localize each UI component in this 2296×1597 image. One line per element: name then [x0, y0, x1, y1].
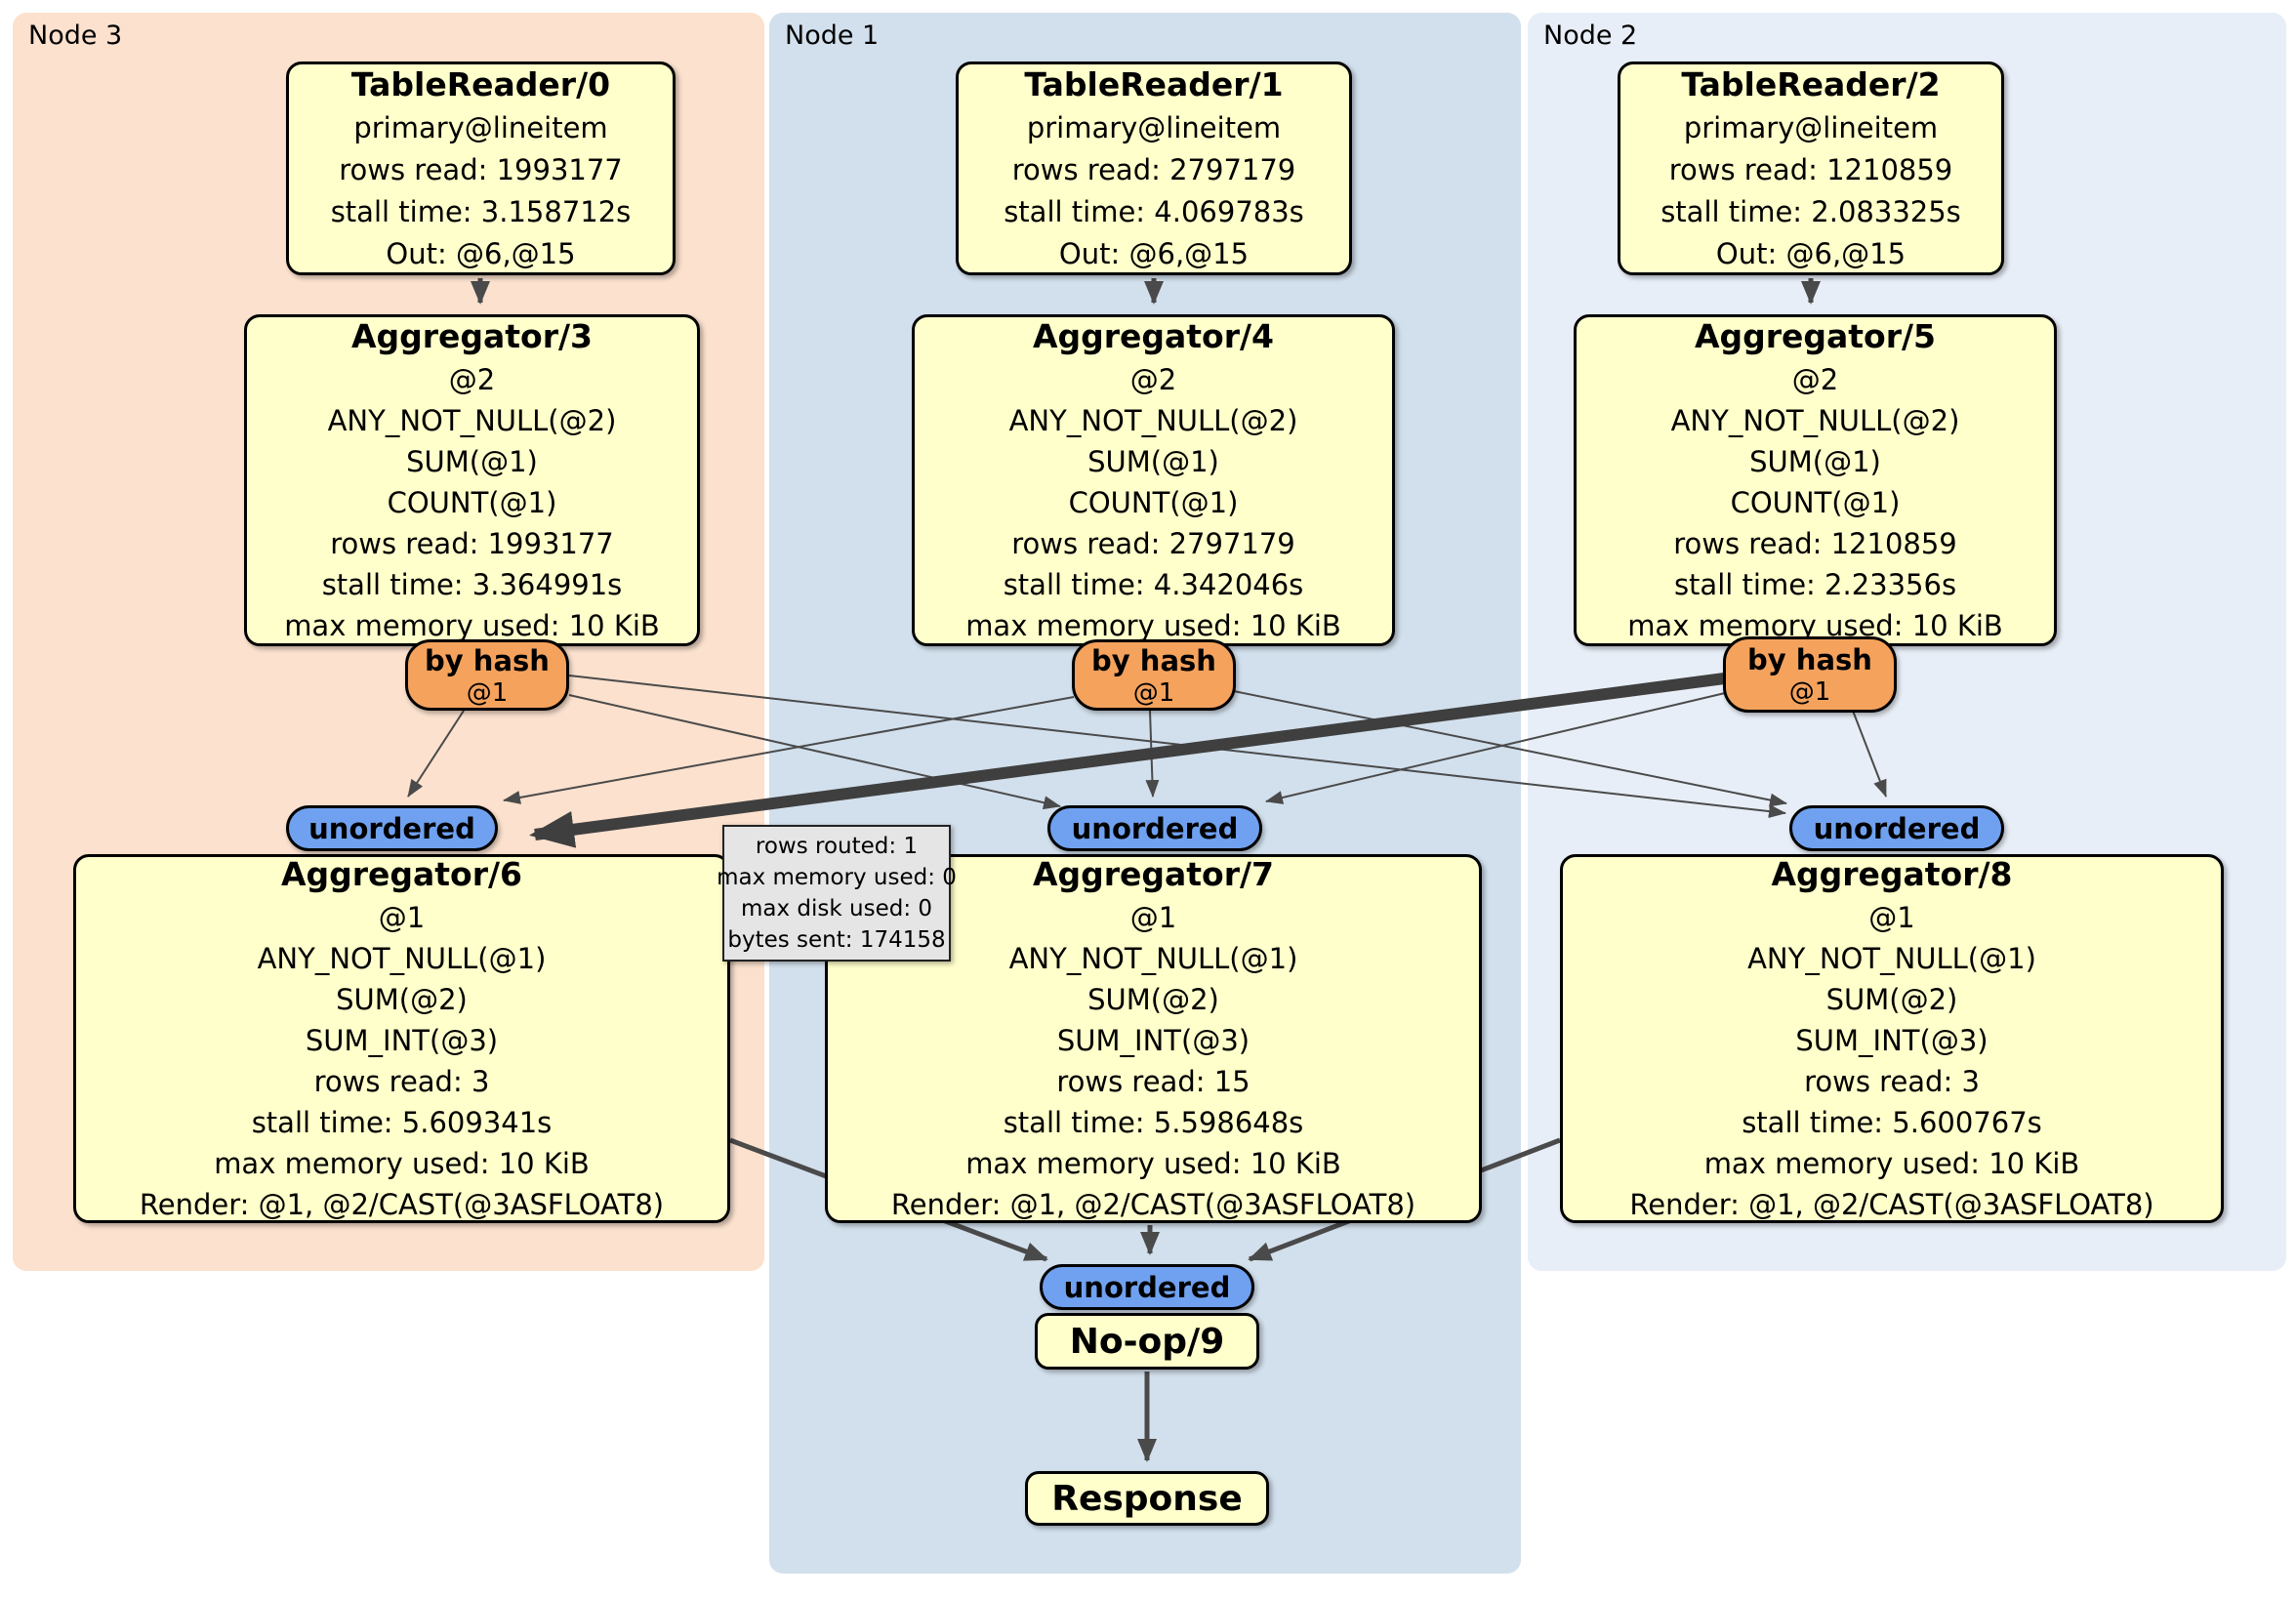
router-by-hash-2-column: @1: [1132, 677, 1175, 708]
node-line: max memory used: 10 KiB: [965, 1147, 1341, 1180]
node-tablereader-2-title: TableReader/2: [1681, 64, 1941, 103]
node-line: rows read: 1993177: [339, 152, 623, 186]
node-aggregator-3-title: Aggregator/3: [350, 317, 594, 355]
node-line: primary@lineitem: [1683, 110, 1939, 144]
node-line: rows read: 1210859: [1673, 527, 1957, 560]
node-response[interactable]: Response: [1025, 1471, 1269, 1526]
node-tablereader-1[interactable]: TableReader/1 primary@lineitem rows read…: [956, 61, 1352, 275]
node-line: @2: [448, 363, 496, 396]
node-line: stall time: 3.158712s: [330, 194, 632, 228]
node-line: rows read: 3: [1804, 1065, 1980, 1098]
router-by-hash-1-column: @1: [466, 677, 509, 708]
node-aggregator-7-title: Aggregator/7: [1032, 855, 1275, 893]
router-by-hash-2[interactable]: by hash @1: [1072, 639, 1236, 711]
node-line: rows read: 3: [313, 1065, 490, 1098]
panel-node-1-label: Node 1: [785, 20, 880, 51]
node-line: SUM(@1): [1749, 445, 1881, 478]
node-line: SUM(@2): [336, 983, 468, 1016]
node-line: Out: @6,@15: [1715, 236, 1906, 270]
node-line: SUM(@2): [1087, 983, 1219, 1016]
router-by-hash-2-label: by hash: [1091, 643, 1216, 677]
node-line: SUM_INT(@3): [305, 1024, 499, 1057]
node-line: stall time: 2.23356s: [1673, 568, 1957, 601]
node-aggregator-6-title: Aggregator/6: [280, 855, 523, 893]
node-aggregator-8-title: Aggregator/8: [1771, 855, 2013, 893]
node-tablereader-0[interactable]: TableReader/0 primary@lineitem rows read…: [286, 61, 676, 275]
node-noop-9-title: No-op/9: [1069, 1321, 1225, 1362]
node-line: @1: [1868, 901, 1915, 934]
node-line: COUNT(@1): [1068, 486, 1239, 519]
node-line: stall time: 5.609341s: [251, 1106, 553, 1139]
router-by-hash-3[interactable]: by hash @1: [1723, 636, 1897, 713]
node-line: stall time: 5.598648s: [1003, 1106, 1304, 1139]
node-line: max memory used: 10 KiB: [965, 609, 1341, 642]
node-line: SUM(@1): [1087, 445, 1219, 478]
node-line: rows read: 1993177: [330, 527, 614, 560]
node-line: stall time: 5.600767s: [1742, 1106, 2042, 1139]
tooltip-max-disk: max disk used: 0: [740, 896, 933, 921]
node-line: SUM(@2): [1825, 983, 1958, 1016]
node-line: stall time: 4.069783s: [1004, 194, 1304, 228]
node-aggregator-6[interactable]: Aggregator/6 @1 ANY_NOT_NULL(@1) SUM(@2)…: [73, 854, 730, 1223]
node-line: Out: @6,@15: [1058, 236, 1250, 270]
node-tablereader-2[interactable]: TableReader/2 primary@lineitem rows read…: [1618, 61, 2004, 275]
node-line: SUM(@1): [406, 445, 538, 478]
node-tablereader-0-title: TableReader/0: [350, 64, 611, 103]
node-line: stall time: 2.083325s: [1660, 194, 1961, 228]
node-line: ANY_NOT_NULL(@2): [1008, 404, 1298, 437]
router-by-hash-1-label: by hash: [425, 643, 550, 677]
router-unordered-1[interactable]: unordered: [286, 805, 498, 851]
router-unordered-4[interactable]: unordered: [1040, 1264, 1254, 1310]
node-line: @1: [1129, 901, 1177, 934]
node-aggregator-5-title: Aggregator/5: [1694, 317, 1937, 355]
node-line: Render: @1, @2/CAST(@3ASFLOAT8): [890, 1188, 1416, 1221]
node-line: max memory used: 10 KiB: [284, 609, 660, 642]
node-line: ANY_NOT_NULL(@1): [1008, 942, 1298, 975]
tooltip-rows-routed: rows routed: 1: [755, 834, 919, 859]
node-line: @2: [1791, 363, 1839, 396]
node-line: rows read: 15: [1056, 1065, 1250, 1098]
panel-node-2-label: Node 2: [1543, 20, 1638, 51]
node-line: stall time: 3.364991s: [321, 568, 623, 601]
node-line: Render: @1, @2/CAST(@3ASFLOAT8): [139, 1188, 665, 1221]
node-line: rows read: 2797179: [1011, 152, 1296, 186]
router-unordered-3[interactable]: unordered: [1789, 805, 2004, 851]
node-tablereader-1-title: TableReader/1: [1024, 64, 1284, 103]
node-line: ANY_NOT_NULL(@2): [327, 404, 617, 437]
tooltip-max-memory: max memory used: 0: [717, 865, 957, 890]
node-line: Out: @6,@15: [386, 236, 576, 270]
node-line: ANY_NOT_NULL(@1): [257, 942, 547, 975]
router-by-hash-3-label: by hash: [1747, 643, 1872, 676]
node-noop-9[interactable]: No-op/9: [1035, 1313, 1259, 1370]
node-line: ANY_NOT_NULL(@2): [1670, 404, 1960, 437]
panel-node-3-label: Node 3: [28, 20, 123, 51]
node-response-title: Response: [1051, 1478, 1243, 1519]
node-line: max memory used: 10 KiB: [1703, 1147, 2080, 1180]
node-line: @2: [1129, 363, 1177, 396]
node-line: SUM_INT(@3): [1056, 1024, 1250, 1057]
router-by-hash-1[interactable]: by hash @1: [405, 639, 569, 711]
router-by-hash-3-column: @1: [1788, 677, 1831, 707]
node-aggregator-3[interactable]: Aggregator/3 @2 ANY_NOT_NULL(@2) SUM(@1)…: [244, 314, 700, 646]
node-line: rows read: 1210859: [1668, 152, 1953, 186]
node-line: ANY_NOT_NULL(@1): [1747, 942, 2036, 975]
node-aggregator-4-title: Aggregator/4: [1032, 317, 1275, 355]
node-line: COUNT(@1): [387, 486, 557, 519]
edge-tooltip: rows routed: 1 max memory used: 0 max di…: [717, 825, 957, 962]
node-line: rows read: 2797179: [1011, 527, 1295, 560]
router-unordered-2[interactable]: unordered: [1047, 805, 1262, 851]
node-line: SUM_INT(@3): [1795, 1024, 1988, 1057]
node-aggregator-4[interactable]: Aggregator/4 @2 ANY_NOT_NULL(@2) SUM(@1)…: [912, 314, 1395, 646]
node-aggregator-8[interactable]: Aggregator/8 @1 ANY_NOT_NULL(@1) SUM(@2)…: [1560, 854, 2224, 1223]
node-line: @1: [378, 901, 426, 934]
node-line: primary@lineitem: [353, 110, 608, 144]
node-line: COUNT(@1): [1730, 486, 1901, 519]
node-line: Render: @1, @2/CAST(@3ASFLOAT8): [1629, 1188, 2154, 1221]
node-line: max memory used: 10 KiB: [214, 1147, 590, 1180]
node-aggregator-5[interactable]: Aggregator/5 @2 ANY_NOT_NULL(@2) SUM(@1)…: [1574, 314, 2057, 646]
node-line: stall time: 4.342046s: [1003, 568, 1304, 601]
node-line: primary@lineitem: [1026, 110, 1282, 144]
tooltip-bytes-sent: bytes sent: 174158: [727, 927, 946, 953]
